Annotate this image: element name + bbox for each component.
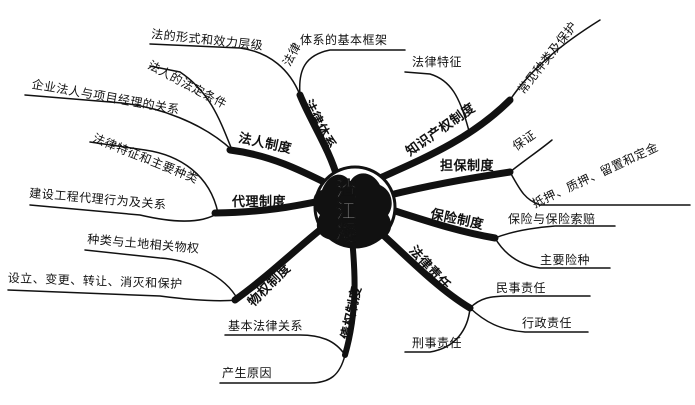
sub-line-insurance-types <box>494 237 611 269</box>
center-char-3: 凝 <box>336 221 357 245</box>
sub-line-property-change <box>7 289 239 302</box>
sub-line-ip-types <box>509 19 601 101</box>
ip-features: 法律特征 <box>412 55 463 69</box>
liability-admin: 行政责任 <box>522 316 573 330</box>
debt-cause: 产生原因 <box>222 366 273 380</box>
branch-label-agency: 代理制度 <box>232 195 287 210</box>
branch-line-legal-person <box>226 146 334 189</box>
sub-line-ip-features <box>404 71 471 136</box>
insurance-types: 主要险种 <box>540 253 591 267</box>
sub-line-insurance-claim <box>494 225 616 239</box>
insurance-claim: 保险与保险索赔 <box>508 212 596 226</box>
branch-line-debt <box>342 235 358 358</box>
sub-line-debt-basic <box>224 334 346 356</box>
sub-line-enterprise <box>24 94 233 151</box>
tribal-ornament-icon <box>313 173 392 248</box>
sub-line-civil <box>469 295 591 309</box>
center-char-2: 江 <box>336 199 356 223</box>
liability-criminal: 刑事责任 <box>412 336 463 350</box>
sub-line-admin <box>469 307 589 333</box>
branch-line-liability <box>376 228 474 312</box>
sub-line-framework <box>298 49 406 96</box>
sub-line-guarantee-mortgage <box>509 171 691 206</box>
branch-line-ip <box>376 96 514 182</box>
liability-civil: 民事责任 <box>496 281 547 295</box>
center-emblem: 渣 江 凝 <box>313 165 397 249</box>
sub-line-legal-conditions <box>149 65 233 151</box>
branch-label-guarantee: 担保制度 <box>440 159 495 174</box>
debt-basic: 基本法律关系 <box>228 319 304 333</box>
sub-line-law-form <box>149 43 301 96</box>
sub-line-debt-cause <box>219 354 346 384</box>
sub-line-agency-features <box>89 141 219 214</box>
center-char-1: 渣 <box>336 177 357 201</box>
sub-line-criminal <box>404 307 471 353</box>
sub-line-property-types <box>84 249 239 301</box>
branch-line-guarantee <box>386 168 514 199</box>
system-framework: 体系的基本框架 <box>300 33 388 47</box>
branch-line-insurance <box>388 206 499 242</box>
sub-line-agency-relation <box>29 204 219 222</box>
sub-line-guarantee-assure <box>509 139 553 173</box>
